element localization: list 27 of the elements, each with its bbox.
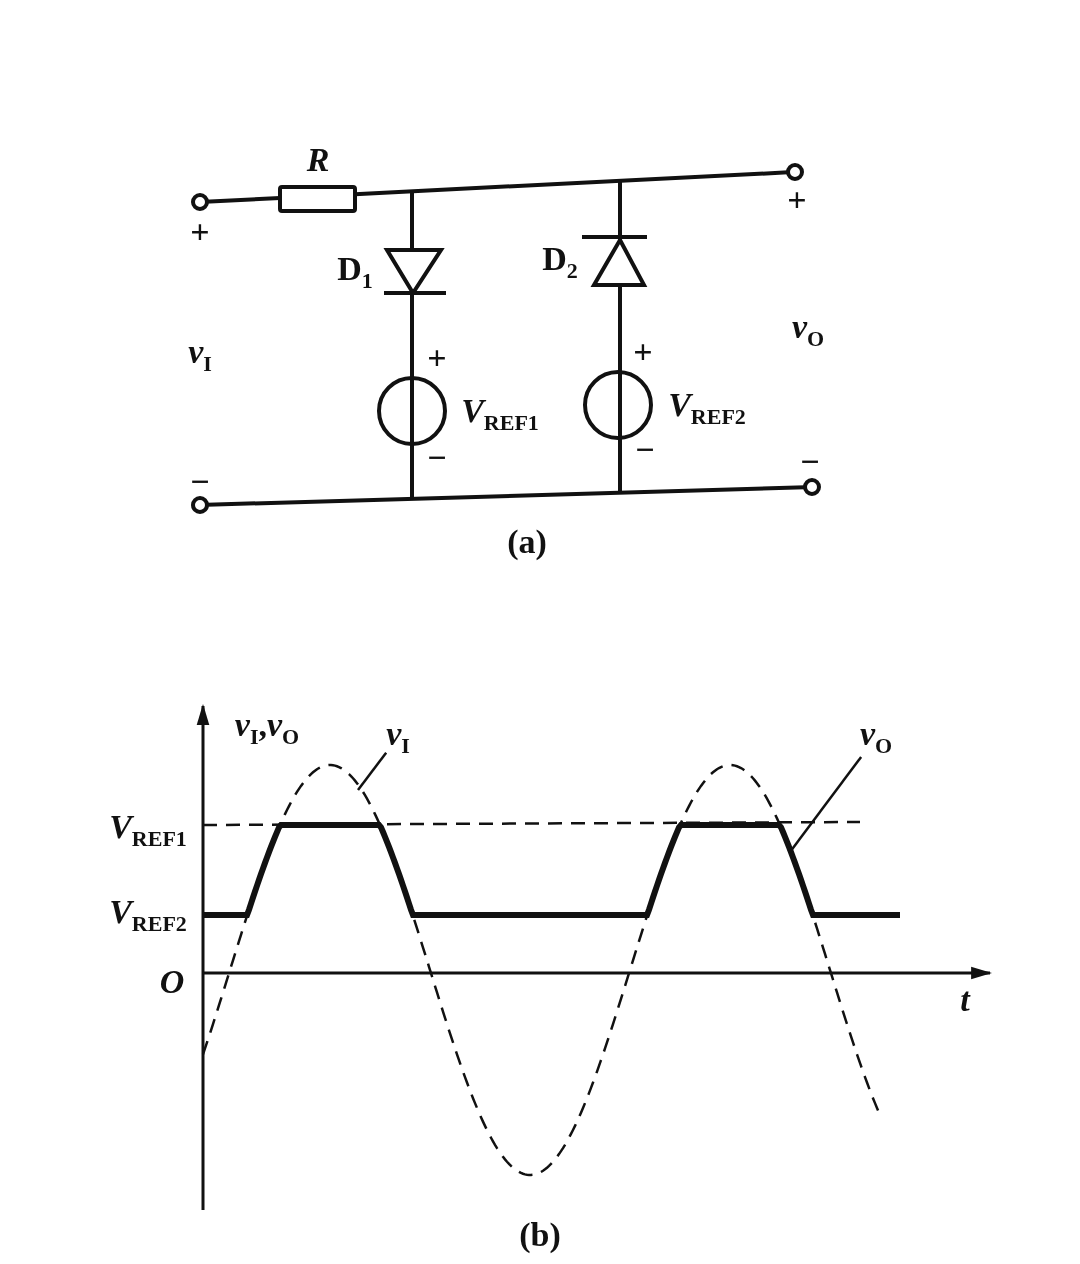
input-waveform bbox=[201, 763, 881, 1177]
polarity-sign: + bbox=[190, 215, 210, 249]
curve-label: v$_{O}$ bbox=[859, 717, 893, 757]
source-label: V$_{REF2}$ bbox=[668, 388, 746, 428]
axis-tick-label: O bbox=[159, 965, 185, 999]
polarity-sign: + bbox=[427, 341, 447, 375]
component-label: R bbox=[306, 143, 330, 177]
voltage-label: v$_{O}$ bbox=[791, 310, 825, 350]
polarity-sign: − bbox=[800, 445, 820, 479]
polarity-sign: − bbox=[190, 465, 210, 499]
leader-line bbox=[789, 756, 863, 853]
curve-label: v$_{I}$ bbox=[386, 717, 410, 757]
polarity-sign: − bbox=[635, 433, 655, 467]
source-label: V$_{REF1}$ bbox=[461, 394, 539, 434]
voltage-label: v$_{I}$ bbox=[188, 335, 212, 375]
axis-label: t bbox=[960, 983, 970, 1017]
polarity-sign: + bbox=[787, 183, 807, 217]
axis-label: v$_{I}$,v$_{O}$ bbox=[234, 708, 300, 748]
component-label: D$_{2}$ bbox=[542, 242, 578, 282]
component-label: D$_{1}$ bbox=[337, 252, 373, 292]
figure-caption: (b) bbox=[519, 1218, 561, 1252]
polarity-sign: + bbox=[633, 335, 653, 369]
axis-tick-label: V$_{REF2}$ bbox=[109, 895, 187, 935]
axis-tick-label: V$_{REF1}$ bbox=[109, 810, 187, 850]
polarity-sign: − bbox=[427, 441, 447, 475]
leader-line bbox=[357, 751, 388, 791]
figure-caption: (a) bbox=[507, 525, 547, 559]
